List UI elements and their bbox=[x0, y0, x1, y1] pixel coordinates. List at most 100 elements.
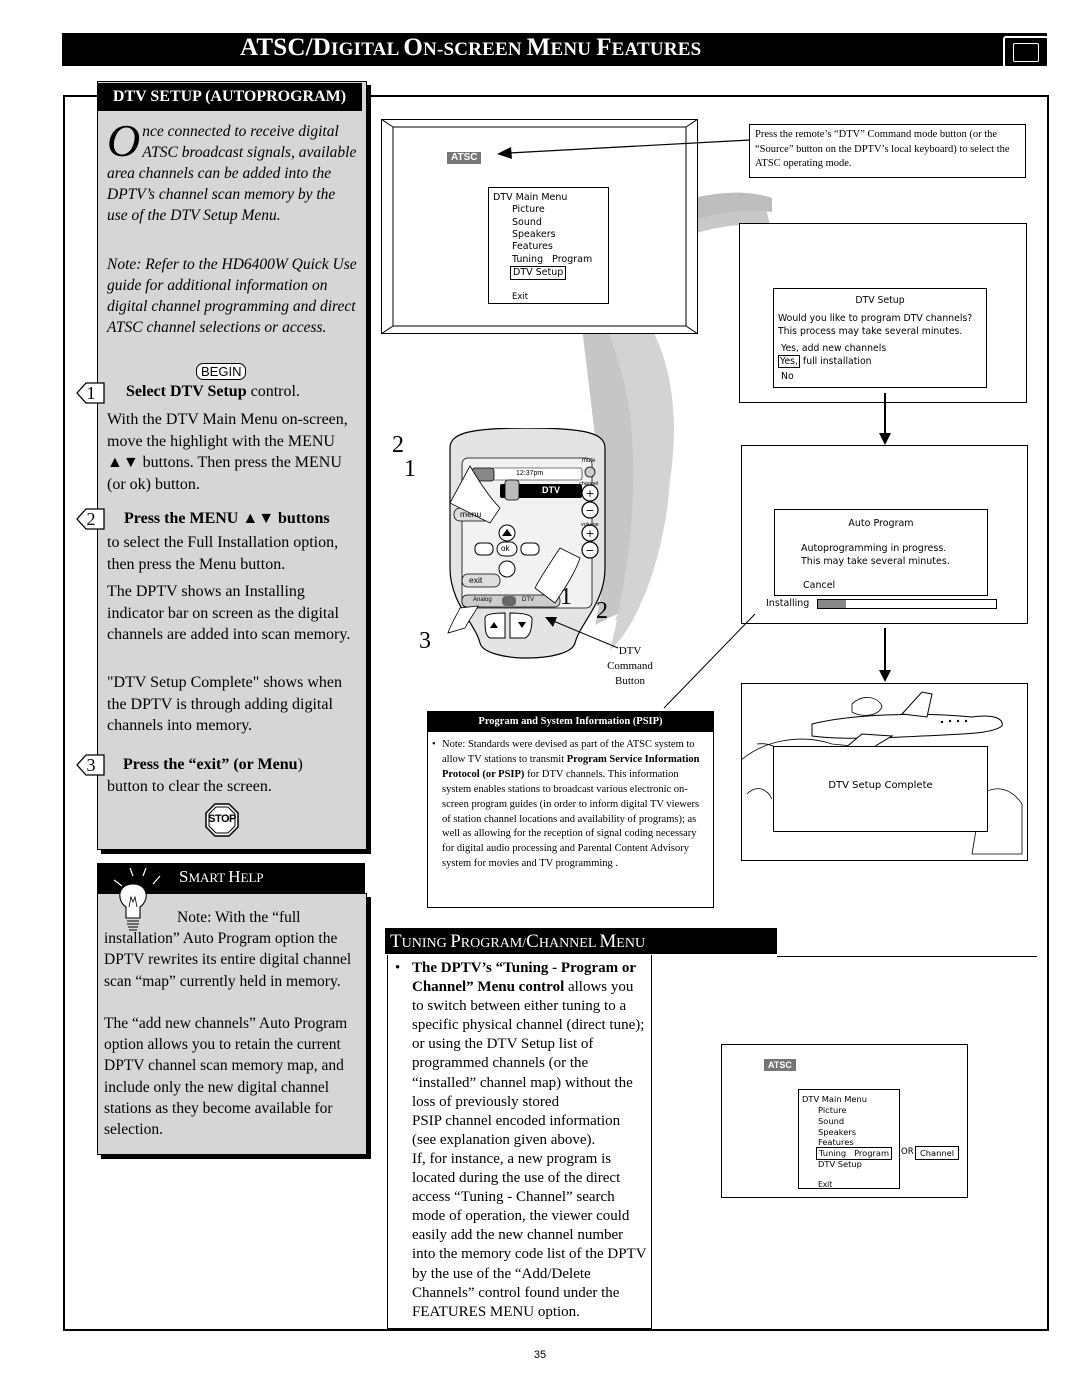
menu-item-features[interactable]: Features bbox=[818, 1137, 854, 1147]
menu-item-dtv-setup[interactable]: DTV Setup bbox=[510, 266, 567, 281]
option-full-installation[interactable]: Yes, full installation bbox=[778, 355, 872, 368]
smart-help-panel bbox=[97, 893, 367, 1155]
tuning-heading-bar bbox=[385, 928, 777, 954]
step-2-body: to select the Full Installation option, … bbox=[107, 534, 339, 573]
option-no[interactable]: No bbox=[781, 371, 794, 382]
menu-item-tuning-program[interactable]: Tuning Program bbox=[816, 1147, 893, 1160]
atsc-indicator: ATSC bbox=[447, 152, 482, 164]
menu-item-speakers[interactable]: Speakers bbox=[512, 229, 556, 240]
section-heading-dtv-setup: DTV SETUP (AUTOPROGRAM) bbox=[97, 83, 362, 111]
pointer-line bbox=[663, 613, 756, 709]
remote-control: + − + − 12:37pm mute channel volume DTV … bbox=[440, 428, 615, 668]
menu-title: DTV Main Menu bbox=[802, 1094, 867, 1104]
tuning-paragraph-1: The DPTV’s “Tuning - Program or Channel”… bbox=[412, 960, 645, 1110]
setup-complete-dialog: DTV Setup Complete bbox=[773, 746, 988, 832]
arrow-down-1 bbox=[879, 393, 891, 445]
menu-item-exit[interactable]: Exit bbox=[512, 292, 529, 302]
left-instruction-panel bbox=[97, 81, 367, 850]
dropcap: O bbox=[107, 115, 141, 166]
menu-item-sound[interactable]: Sound bbox=[818, 1116, 845, 1126]
or-label: OR bbox=[901, 1147, 914, 1157]
tuning-bullet: • bbox=[395, 960, 401, 976]
tv-icon bbox=[1003, 36, 1049, 68]
autoprogram-status-2: This may take several minutes. bbox=[801, 556, 950, 567]
installing-label: Installing bbox=[766, 598, 810, 609]
remote-callout-1-bottom: 1 bbox=[560, 584, 572, 610]
remote-callout-2-top: 2 bbox=[392, 432, 404, 458]
smart-help-heading: SMART HELP bbox=[179, 867, 264, 886]
dialog-question-2: This process may take several minutes. bbox=[778, 326, 963, 337]
svg-text:+: + bbox=[585, 527, 594, 540]
auto-program-dialog: Auto Program Autoprogramming in progress… bbox=[774, 509, 988, 596]
option-add-new-channels[interactable]: Yes, add new channels bbox=[781, 343, 887, 354]
menu-item-exit[interactable]: Exit bbox=[818, 1180, 833, 1189]
step-1-heading: Select DTV Setup control. bbox=[126, 383, 300, 400]
menu-button[interactable]: menu bbox=[460, 509, 482, 519]
title-bar bbox=[62, 33, 1047, 66]
step-3-heading: Press the “exit” (or Menu) bbox=[123, 756, 303, 773]
smart-help-text-2: The “add new channels” Auto Program opti… bbox=[104, 1015, 348, 1139]
step-2-body-2: The DPTV shows an Installing indicator b… bbox=[107, 583, 351, 643]
analog-label: Analog bbox=[473, 597, 492, 603]
content-frame bbox=[63, 95, 1049, 1331]
remote-callout-2-bottom: 2 bbox=[596, 598, 608, 624]
step-2-heading: Press the MENU ▲▼ buttons bbox=[124, 510, 330, 527]
ok-button[interactable]: ok bbox=[501, 544, 510, 553]
step-3-marker: 3 bbox=[76, 754, 106, 776]
step-3-body: button to clear the screen. bbox=[107, 778, 272, 795]
svg-text:−: − bbox=[585, 544, 594, 557]
channel-label: channel bbox=[579, 481, 599, 487]
tuning-paragraph-2: PSIP channel encoded information (see ex… bbox=[412, 1113, 621, 1149]
begin-badge: BEGIN bbox=[196, 363, 247, 381]
dtv-setup-dialog: DTV Setup Would you like to program DTV … bbox=[773, 288, 987, 388]
menu-item-tuning[interactable]: Tuning Program bbox=[512, 254, 593, 265]
mute-button-label[interactable]: mute bbox=[582, 458, 596, 464]
exit-button[interactable]: exit bbox=[469, 575, 483, 585]
dialog-title: Auto Program bbox=[848, 518, 914, 529]
menu-item-features[interactable]: Features bbox=[512, 241, 553, 252]
cancel-button[interactable]: Cancel bbox=[803, 580, 836, 591]
step-1-marker: 1 bbox=[76, 382, 106, 404]
menu-item-sound[interactable]: Sound bbox=[512, 217, 542, 228]
step-1-body: With the DTV Main Menu on-screen, move t… bbox=[107, 411, 348, 493]
autoprogram-status: Autoprogramming in progress. bbox=[801, 543, 947, 554]
menu-title: DTV Main Menu bbox=[493, 192, 568, 203]
tuning-rule bbox=[777, 956, 1037, 957]
page-title: ATSC/DIGITAL ON-SCREEN MENU FEATURES bbox=[240, 34, 702, 61]
setup-complete-message: DTV Setup Complete bbox=[828, 780, 933, 791]
channel-option[interactable]: Channel bbox=[915, 1146, 960, 1161]
remote-callout-1-top: 1 bbox=[404, 456, 416, 482]
dtv-mode-callout: Press the remote’s “DTV” Command mode bu… bbox=[749, 124, 1026, 178]
psip-heading: Program and System Information (PSIP) bbox=[427, 711, 714, 732]
menu-item-dtv-setup[interactable]: DTV Setup bbox=[818, 1159, 862, 1169]
atsc-indicator: ATSC bbox=[764, 1059, 796, 1071]
svg-text:+: + bbox=[585, 487, 594, 500]
tuning-text-box bbox=[387, 955, 652, 1329]
arrow-to-atsc bbox=[497, 139, 751, 159]
dtv-command-button-label: DTV Command Button bbox=[607, 645, 653, 687]
page-number: 35 bbox=[533, 1349, 547, 1361]
dialog-question: Would you like to program DTV channels? bbox=[778, 313, 973, 324]
svg-text:−: − bbox=[585, 504, 594, 517]
note-paragraph: Note: Refer to the HD6400W Quick Use gui… bbox=[107, 256, 357, 336]
step-2-marker: 2 bbox=[76, 508, 106, 530]
progress-fill bbox=[818, 600, 847, 608]
dtv-main-menu: DTV Main Menu Picture Sound Speakers Fea… bbox=[488, 187, 609, 304]
dialog-title: DTV Setup bbox=[855, 295, 905, 306]
psip-explanation: • Note: Standards were devised as part o… bbox=[427, 731, 714, 908]
tuning-paragraph-3: If, for instance, a new program is locat… bbox=[412, 1151, 647, 1320]
step-2-body-3: "DTV Setup Complete" shows when the DPTV… bbox=[107, 674, 342, 734]
remote-clock: 12:37pm bbox=[516, 470, 544, 477]
menu-item-speakers[interactable]: Speakers bbox=[818, 1127, 857, 1137]
arrow-to-dtv-button bbox=[545, 617, 619, 649]
arrow-down-2 bbox=[879, 628, 891, 682]
tuning-heading: TUNING PROGRAM/CHANNEL MENU bbox=[390, 931, 646, 952]
menu-item-picture[interactable]: Picture bbox=[818, 1105, 847, 1115]
installing-progress-bar bbox=[817, 599, 997, 609]
menu-item-picture[interactable]: Picture bbox=[512, 204, 545, 215]
stop-sign-icon: STOP bbox=[205, 803, 239, 837]
dtv-mode-label: DTV bbox=[522, 597, 534, 603]
tuning-main-menu: DTV Main Menu Picture Sound Speakers Fea… bbox=[798, 1089, 900, 1189]
volume-label: volume bbox=[581, 522, 599, 528]
